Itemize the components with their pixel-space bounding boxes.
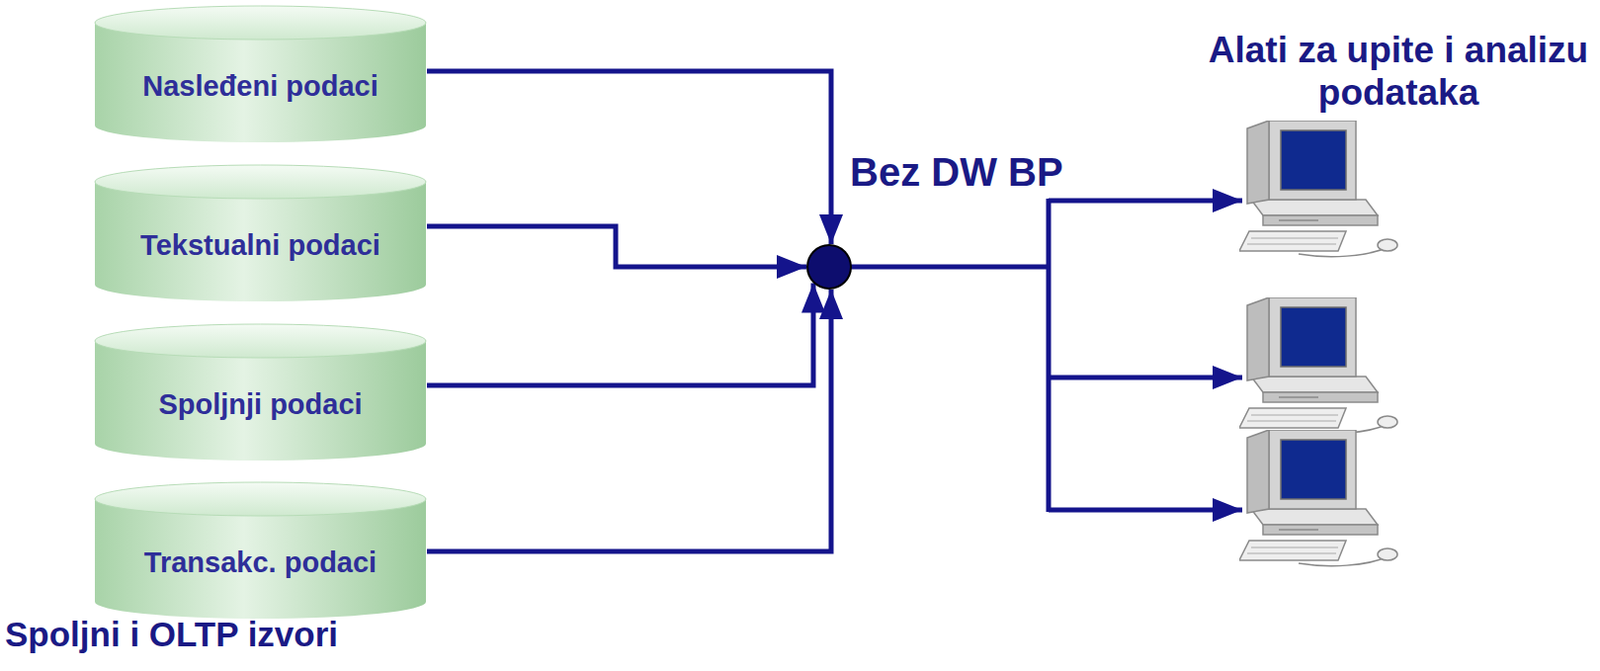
data-store-cylinder: Tekstualni podaci — [93, 164, 427, 303]
cylinder-shape — [93, 481, 427, 620]
junction-circle: Bez DW BP — [806, 244, 852, 290]
cylinder-top — [94, 324, 426, 358]
cylinder-shape — [93, 164, 427, 303]
cylinder-top — [94, 5, 426, 40]
tools-heading: Alati za upite i analizu podataka — [1200, 29, 1597, 114]
cylinder-body — [94, 498, 426, 619]
flow-arrow — [426, 71, 832, 245]
cylinder-shape — [93, 323, 427, 462]
store-label: Tekstualni podaci — [140, 229, 381, 262]
junction-shape — [806, 244, 852, 290]
sources-caption: Spoljni i OLTP izvori — [4, 614, 559, 655]
cylinder-body — [94, 339, 426, 461]
cylinder-body — [94, 180, 426, 302]
cylinder-shape — [93, 4, 427, 144]
data-store-cylinder: Nasleđeni podaci — [93, 4, 427, 144]
cylinder-text-box: Nasleđeni podaci — [93, 4, 427, 144]
flow-arrow — [426, 289, 832, 552]
junction-label: Bez DW BP — [849, 149, 1064, 195]
flow-arrow — [426, 283, 814, 386]
store-label: Nasleđeni podaci — [142, 70, 379, 103]
store-label: Spoljnji podaci — [158, 388, 362, 422]
junction-dot — [807, 245, 851, 289]
branch-lines — [849, 198, 1243, 512]
cylinder-top — [94, 165, 426, 199]
data-store-cylinder: Transakc. podaci — [93, 481, 427, 620]
cylinder-body — [94, 21, 426, 143]
computer-icon — [1239, 120, 1398, 257]
flow-arrow — [426, 226, 807, 267]
cylinder-text-box: Transakc. podaci — [93, 481, 427, 620]
data-store-cylinder: Spoljnji podaci — [93, 323, 427, 462]
computer-icon — [1239, 297, 1398, 434]
cylinder-top — [94, 482, 426, 516]
store-label: Transakc. podaci — [144, 546, 377, 580]
computer-icon — [1239, 429, 1398, 567]
cylinder-text-box: Spoljnji podaci — [93, 323, 427, 462]
cylinder-text-box: Tekstualni podaci — [93, 164, 427, 303]
